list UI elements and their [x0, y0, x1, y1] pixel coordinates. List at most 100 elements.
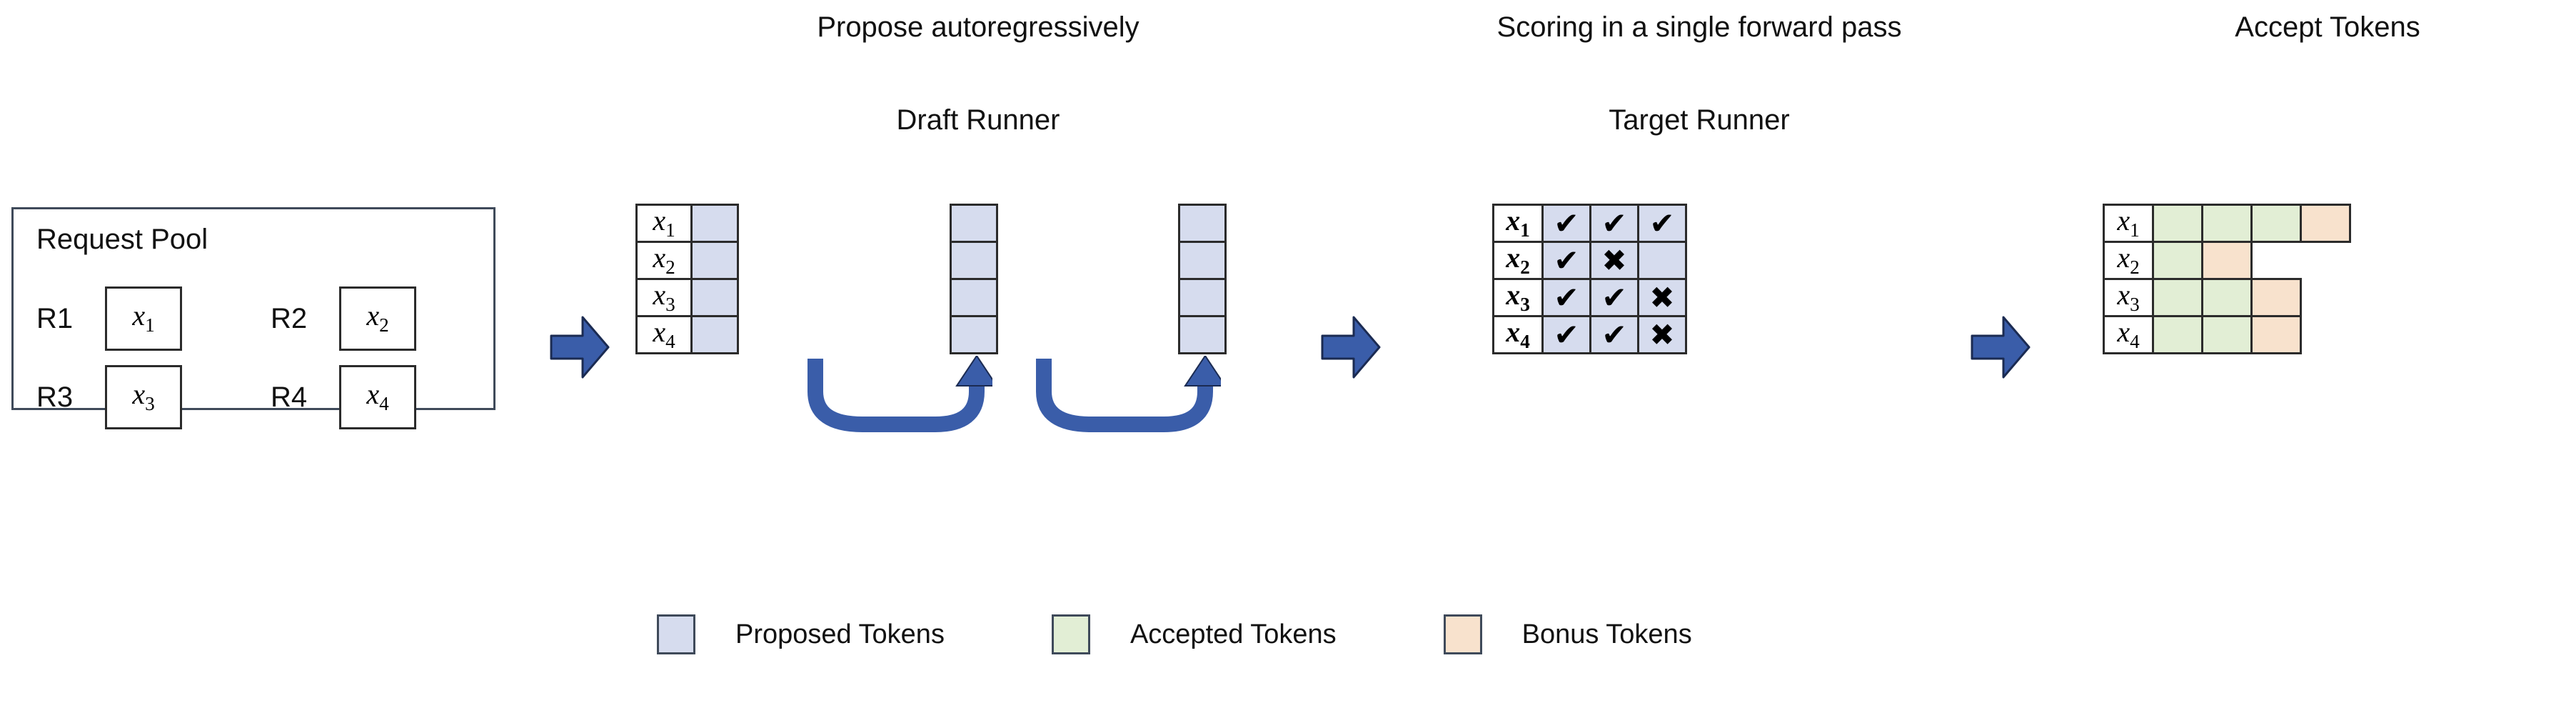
right-arrow-icon	[550, 316, 610, 379]
request-label: R2	[271, 302, 308, 334]
draft-proposed-cell[interactable]	[690, 241, 739, 280]
request-label: R3	[36, 381, 74, 413]
target-score-cell-empty[interactable]	[1637, 241, 1687, 280]
bonus-token-cell[interactable]	[2201, 241, 2253, 280]
target-score-cell[interactable]: ✔	[1541, 315, 1591, 354]
draft-proposed-cell[interactable]	[690, 278, 739, 317]
target-score-cell[interactable]: ✖	[1637, 278, 1687, 317]
flow-arrow-target-to-accept	[1971, 314, 2031, 384]
flow-arrow-pool-to-draft	[550, 314, 610, 384]
accept-row-label: x2	[2103, 241, 2154, 280]
draft-row-label: x4	[635, 315, 693, 354]
request-token-box: x4	[339, 365, 416, 429]
draft-row-label: x3	[635, 278, 693, 317]
target-row-label: x1	[1492, 204, 1544, 243]
accept-row: x4	[2103, 315, 2351, 354]
draft-feedback-arrow-1	[800, 354, 998, 445]
draft-proposed-cell[interactable]	[950, 241, 998, 280]
accept-row: x3	[2103, 278, 2351, 317]
token-variable: x2	[366, 299, 389, 336]
bonus-token-cell[interactable]	[2250, 278, 2302, 317]
target-row: x2 ✔ ✖	[1492, 241, 1687, 280]
heading-draft-runner: Draft Runner	[896, 104, 1060, 136]
draft-proposed-cell[interactable]	[950, 204, 998, 243]
loop-arrow-icon	[1036, 354, 1227, 432]
flow-arrow-draft-to-target	[1321, 314, 1381, 384]
legend-swatch-accepted	[1051, 614, 1090, 654]
draft-proposed-cell[interactable]	[950, 315, 998, 354]
draft-proposed-cell[interactable]	[690, 315, 739, 354]
accepted-token-cell[interactable]	[2152, 278, 2203, 317]
target-score-cell[interactable]: ✔	[1589, 315, 1639, 354]
accepted-token-cell[interactable]	[2201, 204, 2253, 243]
target-row-label: x2	[1492, 241, 1544, 280]
loop-arrow-icon	[807, 354, 998, 432]
request-label: R1	[36, 302, 74, 334]
draft-step-1: x1 x2 x3 x4	[635, 204, 739, 354]
token-variable: x3	[132, 378, 155, 415]
accepted-token-cell[interactable]	[2152, 315, 2203, 354]
heading-scoring-single-forward-pass: Scoring in a single forward pass	[1496, 11, 1902, 43]
request-item-r4[interactable]: R4 x4	[271, 365, 416, 429]
target-score-cell[interactable]: ✔	[1637, 204, 1687, 243]
accept-row-label: x1	[2103, 204, 2154, 243]
target-score-cell[interactable]: ✖	[1637, 315, 1687, 354]
target-runner-grid: x1 ✔ ✔ ✔ x2 ✔ ✖ x3 ✔ ✔ ✖ x4 ✔ ✔ ✖	[1492, 204, 1687, 354]
accepted-token-cell[interactable]	[2201, 278, 2253, 317]
target-score-cell[interactable]: ✔	[1589, 278, 1639, 317]
legend-item-proposed: Proposed Tokens	[657, 614, 945, 654]
draft-proposed-cell[interactable]	[1178, 204, 1227, 243]
target-score-cell[interactable]: ✔	[1541, 278, 1591, 317]
target-row-label: x4	[1492, 315, 1544, 354]
heading-accept-tokens: Accept Tokens	[2235, 11, 2420, 43]
draft-proposed-cell[interactable]	[1178, 315, 1227, 354]
draft-proposed-column-3	[1178, 204, 1227, 354]
accepted-token-cell[interactable]	[2152, 204, 2203, 243]
target-score-cell[interactable]: ✔	[1541, 204, 1591, 243]
draft-proposed-cell[interactable]	[1178, 241, 1227, 280]
bonus-token-cell[interactable]	[2300, 204, 2351, 243]
target-row: x4 ✔ ✔ ✖	[1492, 315, 1687, 354]
draft-row-label: x1	[635, 204, 693, 243]
accept-row: x1	[2103, 204, 2351, 243]
target-score-cell[interactable]: ✔	[1541, 241, 1591, 280]
legend-swatch-bonus	[1443, 614, 1482, 654]
request-pool-panel: Request Pool R1 x1 R2 x2 R3 x3 R4 x4	[11, 207, 495, 429]
request-pool-title: Request Pool	[36, 224, 208, 255]
right-arrow-icon	[1321, 316, 1381, 379]
target-score-cell[interactable]: ✖	[1589, 241, 1639, 280]
request-item-r1[interactable]: R1 x1	[36, 286, 182, 351]
target-row: x1 ✔ ✔ ✔	[1492, 204, 1687, 243]
draft-proposed-cell[interactable]	[690, 204, 739, 243]
accept-row-label: x4	[2103, 315, 2154, 354]
target-row-label: x3	[1492, 278, 1544, 317]
draft-feedback-arrow-2	[1028, 354, 1227, 445]
target-score-cell[interactable]: ✔	[1589, 204, 1639, 243]
draft-row-label: x2	[635, 241, 693, 280]
draft-proposed-cell[interactable]	[1178, 278, 1227, 317]
draft-proposed-column-2	[950, 204, 998, 354]
accepted-token-cell[interactable]	[2152, 241, 2203, 280]
legend-label: Proposed Tokens	[735, 619, 945, 649]
legend-item-accepted: Accepted Tokens	[1051, 614, 1337, 654]
legend-swatch-proposed	[657, 614, 695, 654]
legend-item-bonus: Bonus Tokens	[1443, 614, 1692, 654]
draft-proposed-cell[interactable]	[950, 278, 998, 317]
bonus-token-cell[interactable]	[2250, 315, 2302, 354]
draft-proposed-column-1	[690, 204, 739, 354]
accepted-token-cell[interactable]	[2201, 315, 2253, 354]
heading-propose-autoregressively: Propose autoregressively	[817, 11, 1139, 43]
accept-row-label: x3	[2103, 278, 2154, 317]
request-item-r2[interactable]: R2 x2	[271, 286, 416, 351]
token-variable: x4	[366, 378, 389, 415]
legend: Proposed Tokens Accepted Tokens Bonus To…	[657, 614, 1692, 654]
legend-label: Bonus Tokens	[1521, 619, 1692, 649]
request-token-box: x3	[105, 365, 182, 429]
request-label: R4	[271, 381, 308, 413]
target-row: x3 ✔ ✔ ✖	[1492, 278, 1687, 317]
request-item-r3[interactable]: R3 x3	[36, 365, 182, 429]
draft-label-column: x1 x2 x3 x4	[635, 204, 693, 354]
accept-tokens-grid: x1 x2 x3 x4	[2103, 204, 2351, 354]
token-variable: x1	[132, 299, 155, 336]
accepted-token-cell[interactable]	[2250, 204, 2302, 243]
